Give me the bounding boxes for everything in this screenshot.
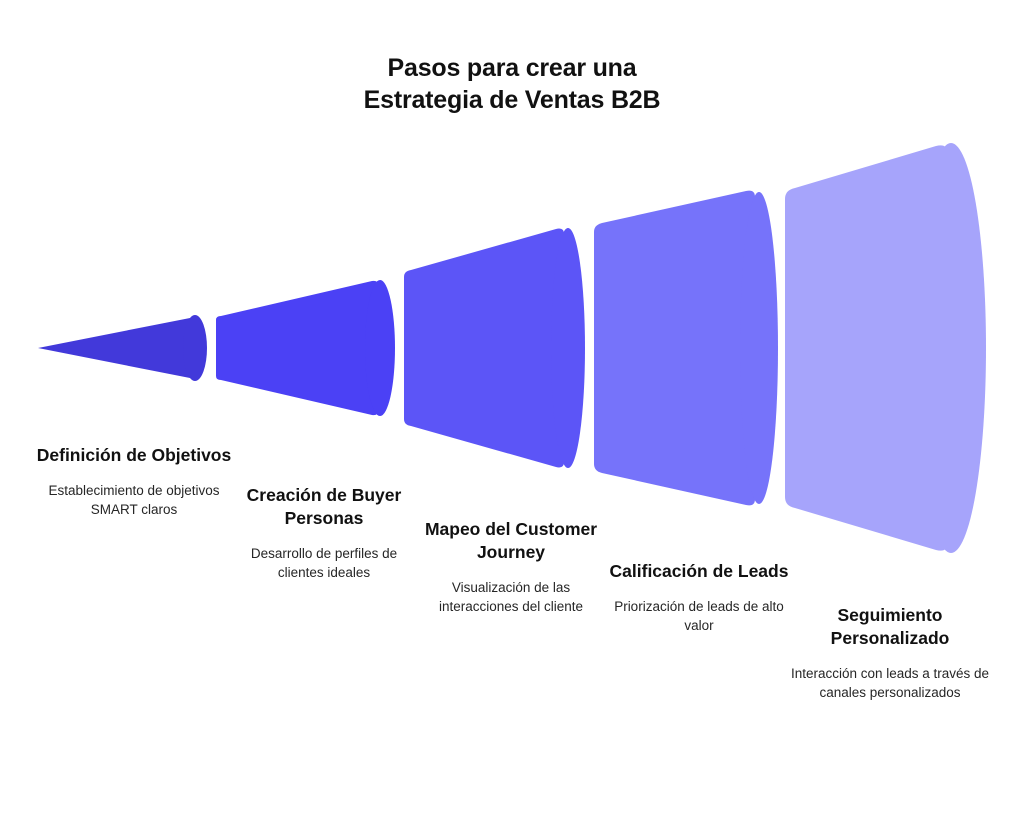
funnel-step-description-5: Interacción con leads a través de canale… <box>790 666 990 701</box>
page-title-line-1: Pasos para crear una <box>387 54 637 82</box>
funnel-segment-2-body <box>216 280 378 416</box>
funnel-step-label-2: Creación de Buyer Personas Desarrollo de… <box>229 484 419 583</box>
funnel-step-title-1: Definición de Objetivos <box>36 445 232 465</box>
page-title-line-2: Estrategia de Ventas B2B <box>363 86 661 114</box>
funnel-segment-4-cap <box>740 192 778 504</box>
funnel-segment-1-body <box>38 318 190 378</box>
funnel-segment-3-cap <box>551 228 585 468</box>
funnel-segment-5 <box>785 143 986 553</box>
funnel-step-label-4: Calificación de Leads Priorización de le… <box>601 560 797 635</box>
funnel-step-title-5: Seguimiento Personalizado <box>830 605 950 649</box>
funnel-segment-2 <box>216 280 395 416</box>
funnel-step-title-2: Creación de Buyer Personas <box>246 485 402 529</box>
page-title: Pasos para crear una Estrategia de Venta… <box>0 52 1024 116</box>
funnel-step-description-2: Desarrollo de perfiles de clientes ideal… <box>250 546 398 581</box>
funnel-step-title-4: Calificación de Leads <box>609 561 789 581</box>
funnel-segment-4 <box>594 190 778 506</box>
funnel-step-label-3: Mapeo del Customer Journey Visualización… <box>413 518 609 617</box>
funnel-segment-3-body <box>404 228 564 468</box>
funnel-segment-1 <box>38 315 207 381</box>
funnel-segment-4-body <box>594 190 755 506</box>
funnel-step-description-1: Establecimiento de objetivos SMART claro… <box>48 483 220 518</box>
funnel-segment-5-body <box>785 145 948 551</box>
funnel-step-description-3: Visualización de las interacciones del c… <box>438 580 584 615</box>
funnel-step-label-5: Seguimiento Personalizado Interacción co… <box>790 604 990 703</box>
funnel-segment-5-cap <box>916 143 986 553</box>
funnel-step-description-4: Priorización de leads de alto valor <box>614 599 784 634</box>
funnel-step-label-1: Definición de Objetivos Establecimiento … <box>34 444 234 519</box>
funnel-segment-2-cap <box>365 280 395 416</box>
funnel-segment-1-cap <box>183 315 207 381</box>
funnel-segment-3 <box>404 228 585 468</box>
funnel-step-title-3: Mapeo del Customer Journey <box>424 519 598 563</box>
